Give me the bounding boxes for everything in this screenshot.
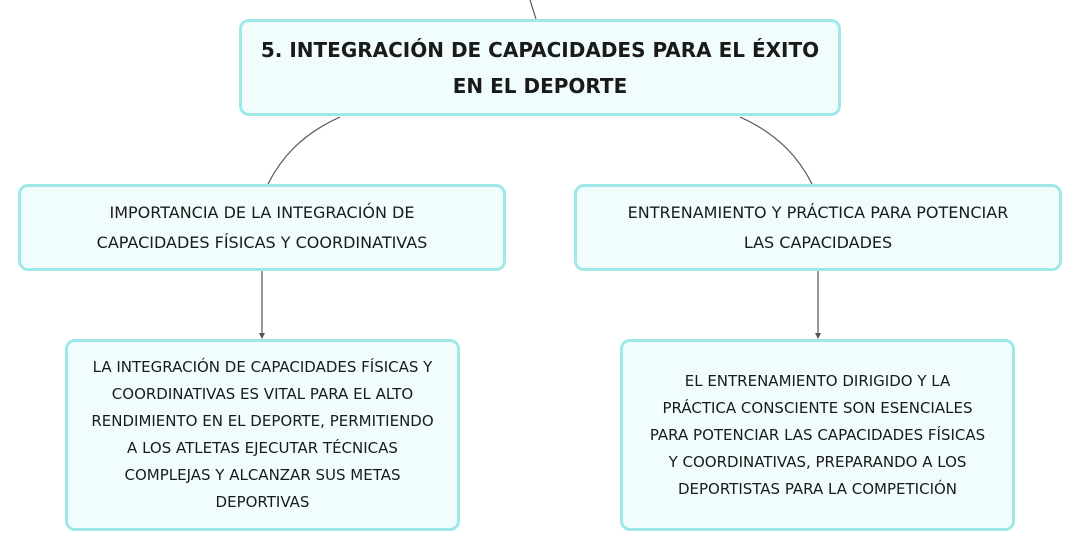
- topic-node-importance[interactable]: IMPORTANCIA DE LA INTEGRACIÓN DE CAPACID…: [18, 184, 506, 271]
- topic-node-training-title: ENTRENAMIENTO Y PRÁCTICA PARA POTENCIAR …: [627, 202, 1009, 252]
- root-node-title: 5. INTEGRACIÓN DE CAPACIDADES PARA EL ÉX…: [260, 37, 820, 98]
- connector-parent-to-root: [529, 0, 537, 20]
- root-node[interactable]: 5. INTEGRACIÓN DE CAPACIDADES PARA EL ÉX…: [239, 19, 841, 116]
- topic-node-importance-title: IMPORTANCIA DE LA INTEGRACIÓN DE CAPACID…: [96, 202, 428, 252]
- detail-node-importance-text: LA INTEGRACIÓN DE CAPACIDADES FÍSICAS Y …: [91, 358, 434, 511]
- detail-node-importance[interactable]: LA INTEGRACIÓN DE CAPACIDADES FÍSICAS Y …: [65, 339, 460, 531]
- detail-node-training[interactable]: EL ENTRENAMIENTO DIRIGIDO Y LA PRÁCTICA …: [620, 339, 1015, 531]
- connector-root-to-left-topic: [267, 116, 341, 185]
- arrowhead-right: [815, 333, 821, 339]
- detail-node-training-text: EL ENTRENAMIENTO DIRIGIDO Y LA PRÁCTICA …: [649, 371, 986, 498]
- topic-node-training[interactable]: ENTRENAMIENTO Y PRÁCTICA PARA POTENCIAR …: [574, 184, 1062, 271]
- connector-root-to-right-topic: [739, 116, 813, 185]
- arrowhead-left: [259, 333, 265, 339]
